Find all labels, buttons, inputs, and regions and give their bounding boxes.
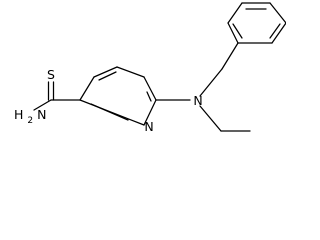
phenyl-bond-1: [221, 42, 239, 70]
pyridine-bond-c3-c4: [79, 76, 95, 101]
amine-nitrogen-atom-label: N: [193, 93, 202, 108]
amide-hydrogen-count-label: 2: [27, 116, 33, 126]
amide-nitrogen-atom-label: H 2 N: [14, 107, 46, 126]
pyridine-nitrogen-atom-label: N: [144, 119, 153, 134]
amide-hydrogen-label: H: [14, 107, 23, 122]
sulfur-atom-label: S: [47, 67, 55, 82]
pyridine-bond-c6-n1: [143, 76, 157, 101]
pyridine-inner-bond-a: [98, 71, 117, 81]
thioamide-group: [33, 81, 81, 111]
phenyl-inner-bond-b: [269, 23, 281, 39]
amine-substituents: [155, 68, 251, 132]
pyridine-bond-c4-c5: [93, 66, 118, 78]
pyridine-inner-bond-c: [90, 103, 129, 121]
pyridine-bond-n1-c2: [143, 99, 157, 126]
pyridine-bond-c5-c6: [116, 66, 145, 78]
phenyl-bond-6: [271, 22, 286, 44]
pyridine-inner-bond-b: [146, 91, 152, 102]
chemical-structure-diagram: S H 2 N N N: [14, 2, 286, 134]
pyridine-ring: [79, 66, 157, 126]
c-nh2-bond: [33, 99, 52, 111]
phenyl-bond-2: [227, 22, 239, 44]
amide-nitrogen-letter: N: [37, 107, 46, 122]
phenyl-bond-5: [269, 2, 286, 24]
phenyl-inner-bond-c: [232, 23, 243, 39]
phenyl-ring: [221, 2, 286, 70]
n-to-phenyl-bond: [199, 68, 223, 97]
phenyl-bond-3: [227, 2, 243, 24]
n-to-ethyl-bond: [199, 105, 222, 132]
